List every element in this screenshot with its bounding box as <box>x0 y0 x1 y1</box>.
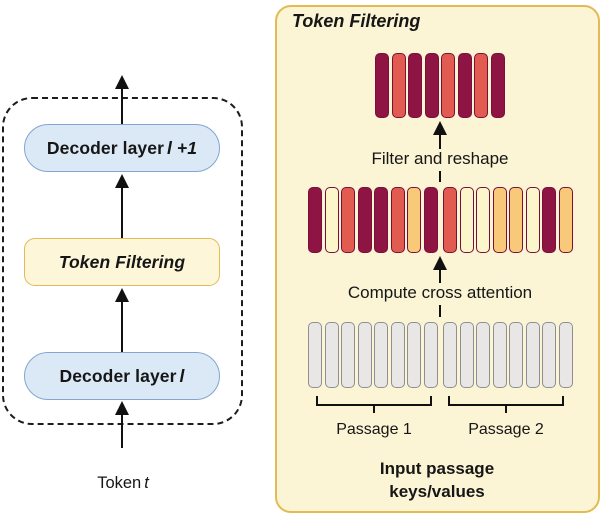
arrow-attention-dash <box>439 305 441 317</box>
filter-reshape-label: Filter and reshape <box>371 149 509 168</box>
token-gray <box>542 322 556 388</box>
token-salmon <box>441 53 455 118</box>
token-gray <box>459 322 474 388</box>
arrow-reshape-line <box>439 134 441 149</box>
token-gray <box>558 322 573 388</box>
token-salmon <box>341 187 355 253</box>
arrow-up-out-line <box>121 88 123 124</box>
panel-title: Token Filtering <box>292 11 421 31</box>
token-orange <box>407 187 421 253</box>
token-dark <box>375 53 389 118</box>
input-passage-caption: Input passage keys/values <box>380 457 494 503</box>
token-dark <box>408 53 422 118</box>
token-filtering-box-label: Token Filtering <box>58 251 186 272</box>
arrow-attention-line <box>439 269 441 283</box>
filtered-token-row <box>375 53 505 118</box>
arrow-lower-to-filter-head-icon <box>115 288 129 302</box>
arrow-lower-to-filter-line <box>121 301 123 352</box>
token-salmon <box>391 53 406 118</box>
token-salmon <box>443 187 457 253</box>
caption-line-1: Input passage <box>379 459 495 478</box>
token-gray <box>374 322 388 388</box>
arrow-token-in-line <box>121 414 123 448</box>
token-dark <box>374 187 388 253</box>
arrow-up-out-head-icon <box>115 75 129 89</box>
token-orange <box>558 187 573 253</box>
passage-2-bracket <box>448 396 564 406</box>
token-dark <box>542 187 556 253</box>
token-salmon <box>390 187 405 253</box>
token-gray <box>357 322 372 388</box>
token-dark <box>490 53 505 118</box>
token-dark <box>457 53 472 118</box>
token-gray <box>525 322 540 388</box>
token-dark <box>357 187 372 253</box>
token-gray <box>308 322 322 388</box>
cross-attention-label: Compute cross attention <box>347 283 533 302</box>
cross-attended-token-row <box>308 187 573 253</box>
token-filtering-box: Token Filtering <box>24 238 220 286</box>
token-gray <box>324 322 339 388</box>
token-gray <box>476 322 490 388</box>
token-gray <box>341 322 355 388</box>
passage-1-label: Passage 1 <box>336 421 412 438</box>
token-cream <box>324 187 339 253</box>
arrow-filter-to-upper-head-icon <box>115 174 129 188</box>
arrow-reshape-head-icon <box>433 121 447 135</box>
passage-1-bracket <box>316 396 432 406</box>
caption-line-2: keys/values <box>389 482 485 501</box>
token-dark <box>423 187 438 253</box>
arrow-reshape-dash <box>439 171 441 182</box>
arrow-token-in-head-icon <box>115 401 129 415</box>
token-gray <box>492 322 507 388</box>
arrow-filter-to-upper-line <box>121 187 123 238</box>
passage-2-label: Passage 2 <box>468 421 544 438</box>
token-cream <box>476 187 490 253</box>
token-dark <box>308 187 322 253</box>
arrow-attention-head-icon <box>433 256 447 270</box>
token-gray <box>390 322 405 388</box>
token-dark <box>424 53 439 118</box>
token-gray <box>443 322 457 388</box>
token-gray <box>423 322 438 388</box>
token-orange <box>509 187 523 253</box>
input-token-row <box>308 322 573 388</box>
token-salmon <box>474 53 488 118</box>
token-cream <box>525 187 540 253</box>
token-gray <box>509 322 523 388</box>
token-gray <box>407 322 421 388</box>
token-orange <box>492 187 507 253</box>
token-cream <box>459 187 474 253</box>
